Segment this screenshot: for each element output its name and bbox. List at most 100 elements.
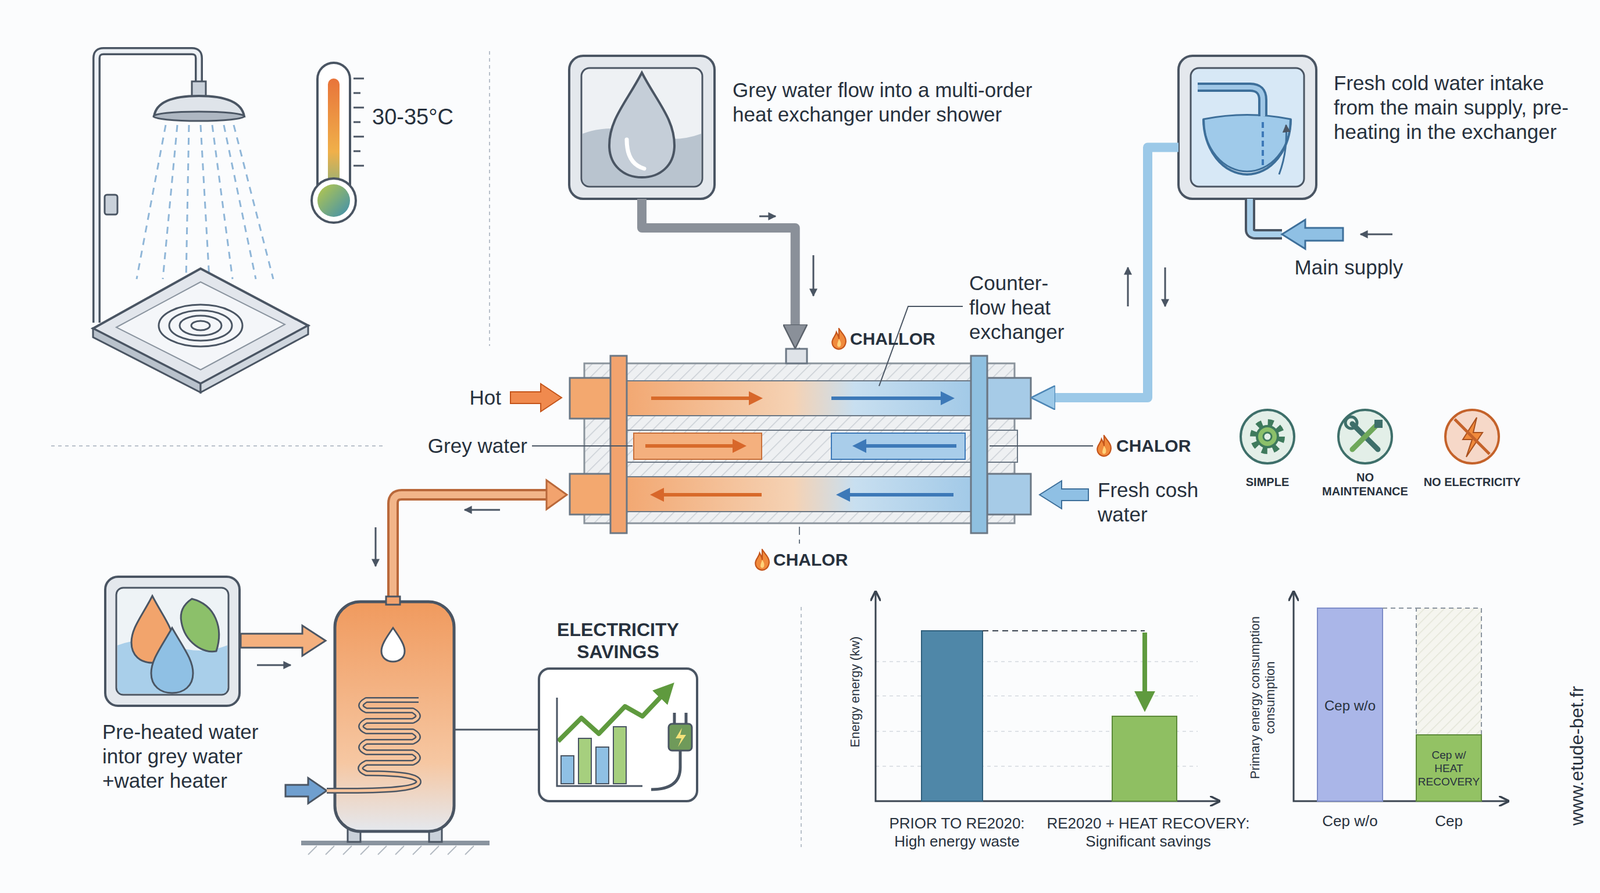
preheated-water-icon (105, 576, 240, 706)
heat-exchanger (633, 433, 762, 460)
separator-line (51, 445, 383, 447)
thermometer-icon (353, 77, 364, 80)
heat-exchanger (569, 347, 1031, 544)
grey-water-icon (609, 72, 675, 178)
fresh-inlet-arrow (1039, 480, 1089, 509)
simple-icon (1256, 426, 1278, 448)
thermometer-icon (353, 121, 361, 124)
node-text: Grey water flow into a multi-order heat … (732, 77, 1035, 127)
main-supply-pipe (1281, 219, 1344, 249)
no-maintenance-icon (1338, 409, 1392, 464)
shower-illustration (158, 304, 243, 347)
node-text: Fresh cold water intake from the main su… (1333, 70, 1584, 145)
shower-illustration (186, 125, 189, 280)
thermometer-icon (353, 136, 364, 138)
simple-icon (1240, 409, 1295, 464)
flow-arrow (256, 216, 1166, 666)
fresh-water-icon (1279, 125, 1287, 175)
leader-line (989, 445, 1094, 447)
heat-exchanger (610, 430, 1018, 463)
water-heater-tank (308, 845, 317, 855)
no-electricity-icon (1445, 409, 1499, 464)
water-heater-tank (360, 845, 370, 855)
fresh-water-icon (1178, 55, 1317, 199)
preheated-pipe (393, 480, 567, 602)
primary-energy-chart (1293, 591, 1509, 802)
axis-category: Cep (1413, 812, 1484, 831)
shower-illustration (104, 194, 118, 215)
preheated-water-icon (151, 627, 194, 694)
flame-icon (831, 328, 846, 349)
water-heater-tank (465, 845, 474, 855)
electricity-savings-icon (556, 697, 643, 787)
grey-water-icon (581, 68, 703, 187)
no-maintenance-icon (1374, 419, 1383, 428)
heat-exchanger (610, 476, 1018, 512)
grey-water-icon (626, 139, 645, 169)
node-text: NO MAINTENANCE (1312, 470, 1418, 499)
fresh-water-icon (1190, 68, 1305, 187)
preheated-pipe (393, 494, 553, 602)
flame-icon (755, 549, 770, 570)
inlet-arrow (240, 625, 327, 804)
water-heater-tank (430, 845, 439, 855)
flow-arrow (464, 509, 500, 512)
heat-exchanger (569, 377, 612, 419)
heat-exchanger (656, 493, 762, 497)
grey-water-icon (569, 55, 715, 199)
simple-icon (1240, 409, 1295, 464)
shower-illustration (200, 125, 210, 280)
energy-bar-chart (875, 591, 1220, 802)
thermometer-icon (311, 62, 364, 223)
water-heater-tank (301, 840, 490, 846)
heat-exchanger (831, 433, 966, 460)
shower-illustration (212, 125, 233, 280)
shower-illustration (93, 51, 309, 393)
water-heater-tank (395, 845, 405, 855)
electricity-savings-icon (538, 668, 698, 802)
heat-exchanger (610, 355, 627, 534)
water-heater-tank (377, 845, 387, 855)
electricity-savings-icon (558, 694, 663, 742)
supply-label: Main supply (1279, 255, 1419, 280)
preheated-water-icon (116, 587, 229, 695)
heat-exchanger (831, 396, 948, 400)
flow-label: Fresh cosh water (1097, 477, 1214, 527)
shower-illustration (158, 304, 243, 347)
separator-line (488, 51, 491, 346)
electricity-savings-icon (684, 712, 688, 724)
axis-category: PRIOR TO RE2020: High energy waste (872, 814, 1042, 851)
electricity-savings-icon (651, 750, 681, 790)
temperature-label: 30-35°C (372, 104, 500, 131)
heat-exchanger (843, 493, 954, 497)
electricity-savings-icon (673, 712, 677, 724)
heat-exchanger (859, 444, 957, 448)
fresh-water-icon (1178, 55, 1317, 199)
no-maintenance-icon (1345, 416, 1357, 429)
axis-title: Energy energy (kw) (847, 604, 863, 780)
water-heater-tank (301, 596, 539, 855)
energy-bar-chart (875, 591, 1220, 802)
water-heater-tank (386, 596, 400, 605)
preheated-water-box: Pre-heated water intor grey water +water… (105, 576, 240, 706)
node-text: NO ELECTRICITY (1408, 475, 1537, 489)
thermometer-icon (311, 178, 356, 223)
primary-energy-chart (1382, 607, 1417, 609)
feature-icon: NO MAINTENANCE (1338, 409, 1392, 464)
separator-line (800, 606, 802, 848)
simple-icon (1253, 422, 1282, 451)
flow-label: Hot (431, 385, 502, 410)
heat-label: CHALLOR (850, 328, 967, 350)
no-electricity-icon (1454, 419, 1490, 455)
primary-energy-chart (1416, 608, 1482, 802)
shower-illustration (179, 315, 222, 336)
simple-icon (1263, 432, 1272, 441)
shower-illustration (116, 281, 285, 370)
heat-label: CHALOR (773, 549, 890, 571)
water-heater-tank (334, 601, 455, 832)
main-supply-pipe (1360, 233, 1393, 236)
thermometer-icon (353, 106, 364, 109)
heat-label: CHALOR (1116, 435, 1233, 457)
grey-water-box: Grey water flow into a multi-order heat … (569, 55, 715, 199)
